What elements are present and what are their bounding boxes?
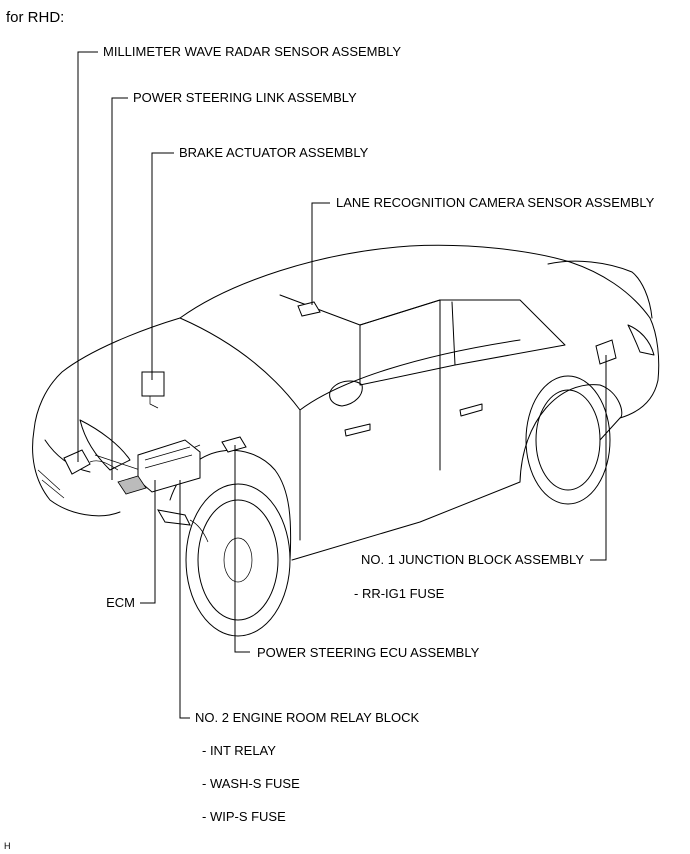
label-relay-block-item: - WIP-S FUSE [202, 809, 286, 824]
part-millimeter-wave-radar [63, 449, 119, 475]
label-junction-block: NO. 1 JUNCTION BLOCK ASSEMBLY [361, 552, 584, 567]
part-junction-block [595, 339, 617, 365]
car-illustration [32, 244, 660, 637]
part-lane-recognition-camera [297, 301, 321, 317]
leader-lines [77, 51, 607, 719]
label-junction-block-fuse: - RR-IG1 FUSE [354, 586, 445, 601]
label-millimeter-wave-radar: MILLIMETER WAVE RADAR SENSOR ASSEMBLY [103, 44, 401, 59]
footer-code: H [4, 841, 11, 851]
label-lane-recognition-camera: LANE RECOGNITION CAMERA SENSOR ASSEMBLY [336, 195, 655, 210]
part-brake-actuator [141, 371, 165, 409]
label-brake-actuator: BRAKE ACTUATOR ASSEMBLY [179, 145, 369, 160]
diagram-title: for RHD: [6, 9, 64, 26]
part-ecm [137, 439, 201, 493]
label-power-steering-ecu: POWER STEERING ECU ASSEMBLY [257, 645, 480, 660]
part-power-steering-link [157, 509, 209, 543]
part-power-steering-ecu [221, 436, 247, 453]
label-ecm: ECM [106, 595, 135, 610]
label-relay-block-item: - INT RELAY [202, 743, 276, 758]
label-relay-block-item: - WASH-S FUSE [202, 776, 300, 791]
label-relay-block: NO. 2 ENGINE ROOM RELAY BLOCK [195, 710, 420, 725]
part-relay-block [117, 475, 147, 495]
label-power-steering-link: POWER STEERING LINK ASSEMBLY [133, 90, 357, 105]
